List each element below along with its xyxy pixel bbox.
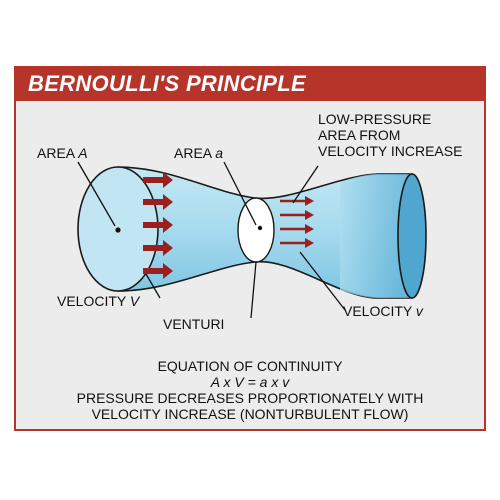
label-velocity-V: VELOCITY V [57, 293, 140, 309]
diagram-title: BERNOULLI'S PRINCIPLE [28, 71, 306, 96]
throat-center-dot [257, 225, 263, 231]
inlet-arrow [143, 172, 173, 188]
caption-velocity: VELOCITY INCREASE (NONTURBULENT FLOW) [91, 406, 409, 422]
leader-velocity-v [299, 251, 346, 311]
leader-area-A [77, 161, 116, 227]
venturi-tube-outlet [340, 174, 412, 298]
inlet-arrow [143, 240, 173, 256]
label-velocity-v: VELOCITY v [343, 303, 423, 319]
title-bar: BERNOULLI'S PRINCIPLE [16, 68, 484, 101]
inlet-flow-arrows [143, 172, 173, 279]
label-area-A: AREA A [37, 145, 88, 161]
caption-continuity: EQUATION OF CONTINUITY [157, 358, 343, 374]
caption-equation: A x V = a x v [210, 374, 290, 390]
outlet-flow-arrows [280, 196, 314, 248]
inlet-arrow [143, 217, 173, 233]
inlet-center-dot [115, 227, 121, 233]
leader-lines [77, 161, 346, 319]
label-area-a: AREA a [174, 145, 224, 161]
outlet-end [397, 173, 427, 299]
leader-area-a [223, 161, 257, 226]
inlet-arrow [143, 263, 173, 279]
label-venturi: VENTURI [163, 316, 225, 332]
leader-low-pressure [292, 165, 319, 204]
inlet-arrow [143, 194, 173, 210]
caption-pressure: PRESSURE DECREASES PROPORTIONATELY WITH [76, 390, 424, 406]
label-low-pressure: LOW-PRESSURE AREA FROM VELOCITY INCREASE [318, 111, 463, 159]
throat-cross-section [237, 197, 275, 263]
leader-velocity-V [145, 273, 161, 299]
caption: EQUATION OF CONTINUITY A x V = a x v PRE… [0, 358, 500, 422]
leader-venturi [250, 261, 257, 319]
